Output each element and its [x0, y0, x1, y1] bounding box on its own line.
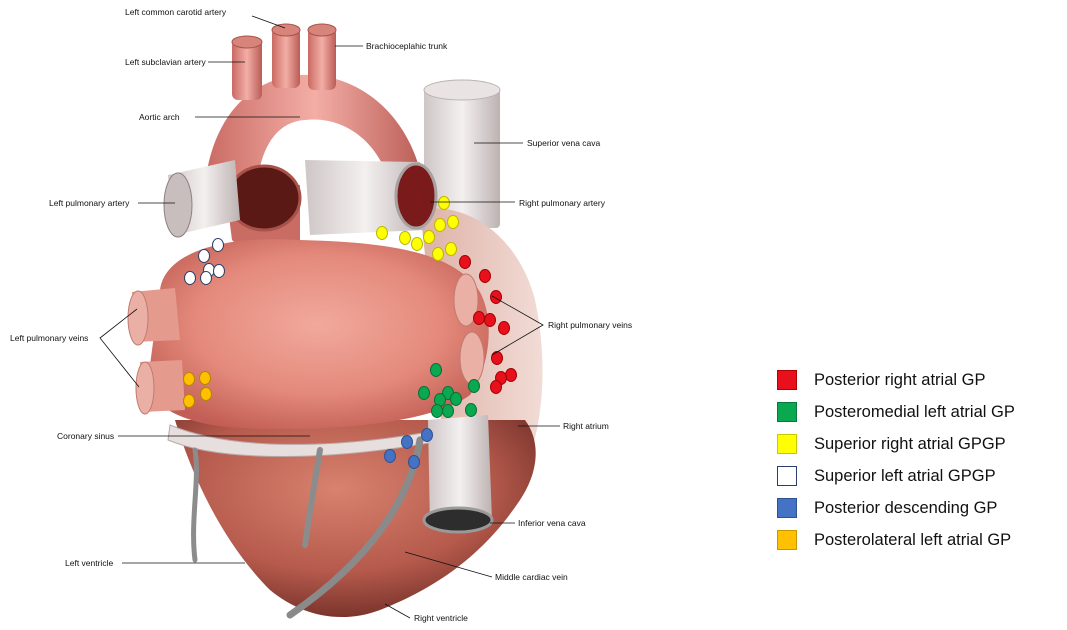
legend-label: Posteromedial left atrial GP	[814, 403, 1015, 422]
left-pulmonary-artery-opening	[164, 173, 192, 237]
gp-dot	[439, 197, 450, 210]
gp-dot	[431, 364, 442, 377]
gp-dot	[466, 404, 477, 417]
label-inferior-vena-cava: Inferior vena cava	[518, 518, 586, 528]
gp-dot	[480, 270, 491, 283]
label-left-pulmonary-artery: Left pulmonary artery	[49, 198, 130, 208]
label-coronary-sinus: Coronary sinus	[57, 431, 114, 441]
gp-dot	[409, 456, 420, 469]
legend-label: Posterior right atrial GP	[814, 371, 985, 390]
legend: Posterior right atrial GP Posteromedial …	[777, 364, 1062, 556]
left-subclavian-opening	[232, 36, 262, 48]
gp-dot	[185, 272, 196, 285]
posterior-vessel-2	[194, 450, 197, 560]
left-subclavian-shape	[232, 40, 262, 100]
gp-dot	[201, 388, 212, 401]
left-pulmonary-vein-upper-opening	[128, 291, 148, 345]
right-pulmonary-artery-opening	[396, 164, 436, 228]
gp-dot	[213, 239, 224, 252]
label-superior-vena-cava: Superior vena cava	[527, 138, 601, 148]
legend-label: Posterior descending GP	[814, 499, 997, 518]
gp-dot	[184, 395, 195, 408]
right-pulmonary-vein-lower	[460, 332, 484, 384]
label-right-atrium: Right atrium	[563, 421, 609, 431]
leader-right-ventricle	[385, 604, 410, 618]
gp-dot	[385, 450, 396, 463]
legend-label: Superior right atrial GPGP	[814, 435, 1006, 454]
left-common-carotid-opening	[272, 24, 300, 36]
gp-dot	[499, 322, 510, 335]
legend-label: Posterolateral left atrial GP	[814, 531, 1011, 550]
gp-dot	[435, 219, 446, 232]
legend-swatch	[777, 466, 797, 486]
gp-dot	[200, 372, 211, 385]
label-left-common-carotid: Left common carotid artery	[125, 7, 227, 17]
inferior-vena-cava-opening	[424, 508, 492, 532]
left-common-carotid-shape	[272, 28, 300, 88]
label-aortic-arch: Aortic arch	[139, 112, 180, 122]
legend-label: Superior left atrial GPGP	[814, 467, 996, 486]
legend-swatch	[777, 402, 797, 422]
gp-dot	[469, 380, 480, 393]
gp-dot	[448, 216, 459, 229]
label-right-pulmonary-veins: Right pulmonary veins	[548, 320, 632, 330]
label-left-ventricle: Left ventricle	[65, 558, 113, 568]
gp-dot	[424, 231, 435, 244]
legend-swatch	[777, 434, 797, 454]
legend-swatch	[777, 370, 797, 390]
brachiocephalic-opening	[308, 24, 336, 36]
legend-swatch	[777, 530, 797, 550]
gp-dot	[402, 436, 413, 449]
gp-dot	[184, 373, 195, 386]
gp-dot	[446, 243, 457, 256]
gp-dot	[474, 312, 485, 325]
label-brachiocephalic: Brachioceplahic trunk	[366, 41, 448, 51]
gp-dot	[432, 405, 443, 418]
gp-dot	[433, 248, 444, 261]
left-pulmonary-vein-lower-opening	[136, 362, 154, 414]
legend-item-posterior-right-atrial: Posterior right atrial GP	[777, 364, 1062, 396]
gp-dot	[400, 232, 411, 245]
legend-item-posterolateral-left-atrial: Posterolateral left atrial GP	[777, 524, 1062, 556]
gp-dot	[443, 405, 454, 418]
gp-dot	[491, 381, 502, 394]
gp-dot	[422, 429, 433, 442]
label-middle-cardiac-vein: Middle cardiac vein	[495, 572, 568, 582]
legend-item-superior-right-atrial: Superior right atrial GPGP	[777, 428, 1062, 460]
brachiocephalic-shape	[308, 28, 336, 90]
gp-dot	[214, 265, 225, 278]
gp-dot	[492, 352, 503, 365]
gp-dot	[377, 227, 388, 240]
leader-left-common-carotid	[252, 16, 285, 28]
legend-item-posterior-descending: Posterior descending GP	[777, 492, 1062, 524]
gp-dot	[412, 238, 423, 251]
legend-swatch	[777, 498, 797, 518]
gp-dot	[451, 393, 462, 406]
label-left-subclavian: Left subclavian artery	[125, 57, 207, 67]
gp-dot	[460, 256, 471, 269]
gp-dot	[419, 387, 430, 400]
superior-vena-cava-top	[424, 80, 500, 100]
label-right-ventricle: Right ventricle	[414, 613, 468, 623]
gp-dot	[201, 272, 212, 285]
legend-item-posteromedial-left-atrial: Posteromedial left atrial GP	[777, 396, 1062, 428]
label-right-pulmonary-artery: Right pulmonary artery	[519, 198, 606, 208]
gp-dot	[199, 250, 210, 263]
label-left-pulmonary-veins: Left pulmonary veins	[10, 333, 88, 343]
aorta-opening	[228, 166, 300, 230]
legend-item-superior-left-atrial: Superior left atrial GPGP	[777, 460, 1062, 492]
gp-dot	[506, 369, 517, 382]
gp-dot	[485, 314, 496, 327]
gp-dot	[491, 291, 502, 304]
